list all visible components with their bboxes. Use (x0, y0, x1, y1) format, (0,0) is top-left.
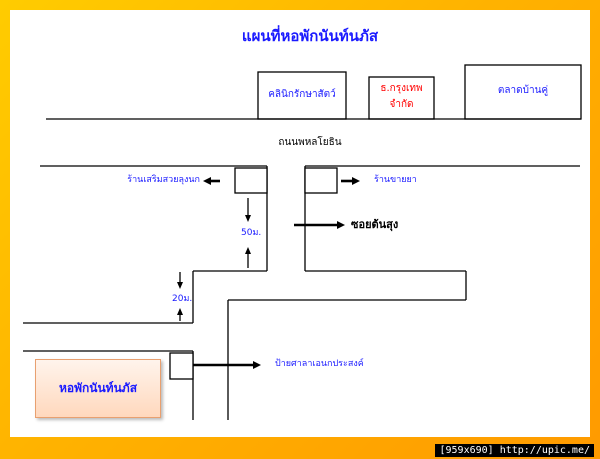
arrow-to-pharmacy (341, 177, 360, 185)
bank-label-line1: ธ.กรุงเทพ (380, 83, 423, 94)
map-canvas: แผนที่หอพักนันท์นภัส คลินิกรักษาสัตว์ ธ.… (10, 10, 590, 437)
distance-20-label: 20ม. (172, 294, 193, 304)
beauty-shop-box (234, 167, 268, 194)
pharmacy-label: ร้านขายยา (374, 175, 417, 185)
image-host-footer: [959x690] http://upic.me/ (435, 444, 594, 457)
arrow-to-soi (294, 221, 345, 229)
bus-stop-box (169, 352, 194, 380)
arrow-to-bus-stop (193, 361, 261, 369)
distance-20-arrow-down (177, 272, 183, 289)
bank-label-line2: จำกัด (389, 99, 414, 110)
dorm-label: หอพักนันท์นภัส (58, 381, 138, 395)
arrow-to-beauty-shop (203, 177, 220, 185)
clinic-label: คลินิกรักษาสัตว์ (268, 89, 336, 100)
dorm-location-box: หอพักนันท์นภัส (35, 359, 161, 418)
beauty-shop-label: ร้านเสริมสวยลุงนก (127, 175, 200, 185)
map-title: แผนที่หอพักนันท์นภัส (241, 27, 379, 45)
bus-stop-label: ป้ายศาลาเอนกประสงค์ (275, 359, 364, 369)
distance-50-label: 50ม. (241, 228, 262, 238)
soi-label: ซอยต้นสุง (351, 218, 399, 231)
clinic-building (257, 71, 347, 120)
distance-50-arrow-down (245, 198, 251, 222)
map-lines (23, 64, 582, 420)
pharmacy-box (304, 167, 338, 194)
distance-20-arrow-up (177, 308, 183, 321)
bank-building (368, 76, 435, 120)
main-road-label: ถนนพหลโยธิน (278, 137, 342, 148)
distance-50-arrow-up (245, 247, 251, 268)
market-building (464, 64, 582, 120)
market-label: ตลาดบ้านคู่ (497, 85, 549, 96)
